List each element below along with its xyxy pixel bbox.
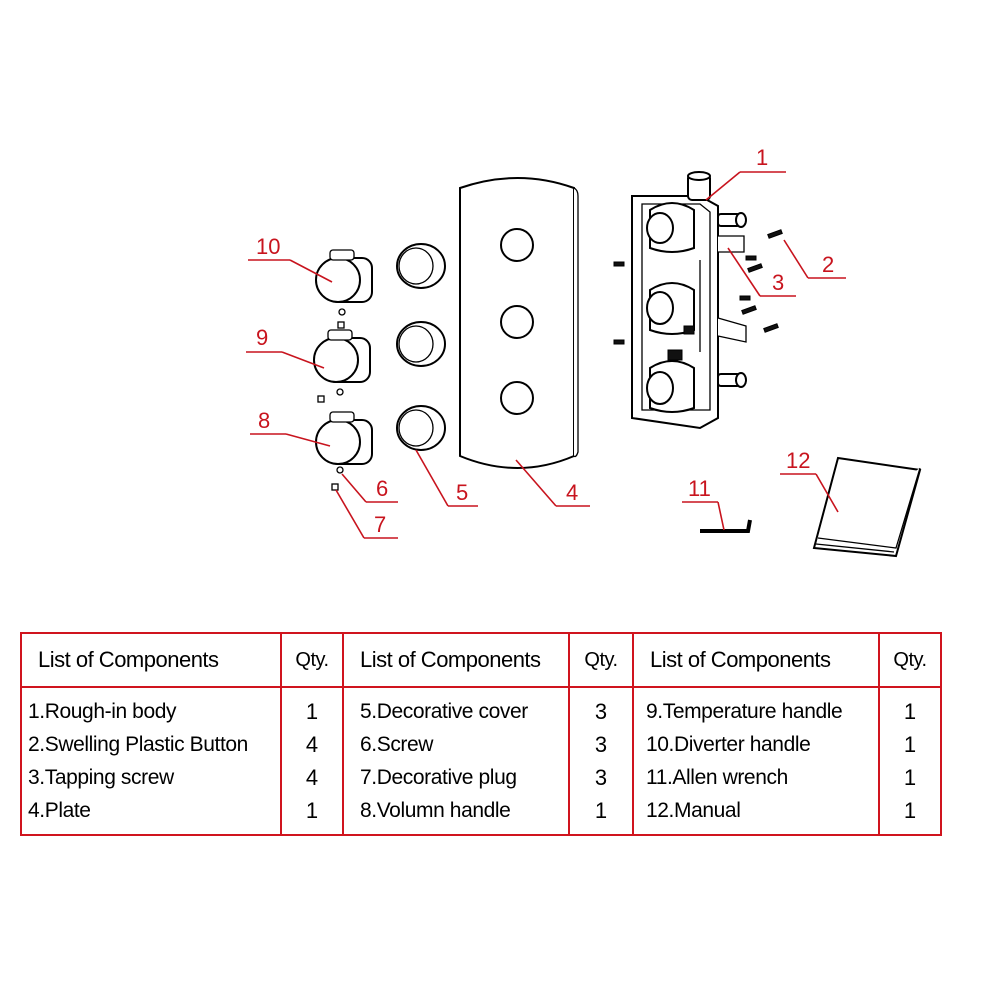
component-qty: 3 (594, 765, 608, 790)
callout-12: 12 (780, 448, 839, 513)
component-name: 2.Swelling Plastic Button (28, 733, 248, 756)
callouts: 1 2 3 4 5 6 7 (246, 145, 846, 539)
header-list-of-components: List of Components (20, 632, 282, 688)
component-name: 6.Screw (360, 733, 434, 756)
rough-in-body (631, 171, 747, 430)
temperature-handle (313, 329, 371, 383)
cartridge-top (646, 202, 695, 253)
component-name: 11.Allen wrench (646, 766, 788, 789)
svg-text:7: 7 (374, 512, 386, 537)
header-list-of-components: List of Components (632, 632, 880, 688)
component-name: 12.Manual (646, 799, 741, 822)
header-qty: Qty. (568, 632, 634, 688)
callout-4: 4 (515, 459, 590, 507)
svg-text:11: 11 (688, 476, 711, 501)
svg-text:9: 9 (256, 325, 268, 350)
tapping-screws (613, 255, 757, 345)
table-body-row: 1.Rough-in body 2.Swelling Plastic Butto… (20, 686, 942, 836)
decorative-plugs (317, 321, 345, 491)
component-qty: 1 (903, 798, 917, 823)
cartridge-bottom (646, 360, 695, 413)
component-name: 7.Decorative plug (360, 766, 517, 789)
svg-text:4: 4 (566, 480, 578, 505)
plastic-buttons (741, 229, 783, 333)
svg-text:5: 5 (456, 480, 468, 505)
manual (812, 456, 922, 558)
component-name: 4.Plate (28, 799, 91, 822)
callout-5: 5 (415, 449, 478, 507)
allen-wrench (700, 519, 752, 533)
decorative-cover-top (396, 243, 446, 289)
component-qty-group-3: 1 1 1 1 (878, 686, 942, 836)
callout-2: 2 (783, 239, 846, 279)
component-qty-group-2: 3 3 3 1 (568, 686, 634, 836)
svg-text:8: 8 (258, 408, 270, 433)
component-qty-group-1: 1 4 4 1 (280, 686, 344, 836)
component-qty: 1 (305, 798, 319, 823)
volumn-handle (315, 411, 373, 465)
component-names-group-3: 9.Temperature handle 10.Diverter handle … (632, 686, 880, 836)
component-qty: 1 (903, 765, 917, 790)
svg-text:10: 10 (256, 234, 280, 259)
component-qty: 1 (594, 798, 608, 823)
small-screws (336, 308, 346, 474)
exploded-parts-diagram: 1 2 3 4 5 6 7 (246, 145, 922, 558)
component-name: 8.Volumn handle (360, 799, 511, 822)
decorative-covers (396, 243, 446, 451)
component-name: 3.Tapping screw (28, 766, 174, 789)
decorative-cover-bottom (396, 405, 446, 451)
callout-1: 1 (705, 145, 786, 201)
component-qty: 1 (903, 732, 917, 757)
component-name: 9.Temperature handle (646, 700, 843, 723)
handles (313, 249, 373, 465)
component-names-group-1: 1.Rough-in body 2.Swelling Plastic Butto… (20, 686, 282, 836)
header-list-of-components: List of Components (342, 632, 570, 688)
callout-8: 8 (250, 408, 331, 447)
svg-text:2: 2 (822, 252, 834, 277)
callout-11: 11 (682, 476, 725, 531)
decorative-cover-middle (396, 321, 446, 367)
components-table: List of Components Qty. List of Componen… (20, 632, 942, 836)
table-header-row: List of Components Qty. List of Componen… (20, 632, 942, 688)
svg-text:12: 12 (786, 448, 810, 473)
svg-text:3: 3 (772, 270, 784, 295)
callout-7: 7 (335, 489, 398, 539)
component-qty: 4 (305, 765, 319, 790)
diverter-handle (315, 249, 373, 303)
svg-text:1: 1 (756, 145, 768, 170)
component-name: 10.Diverter handle (646, 733, 811, 756)
component-qty: 4 (305, 732, 319, 757)
component-qty: 3 (594, 732, 608, 757)
component-qty: 3 (594, 699, 608, 724)
component-names-group-2: 5.Decorative cover 6.Screw 7.Decorative … (342, 686, 570, 836)
callout-3: 3 (727, 247, 796, 297)
plate (459, 177, 579, 469)
svg-text:6: 6 (376, 476, 388, 501)
component-name: 1.Rough-in body (28, 700, 177, 723)
component-name: 5.Decorative cover (360, 700, 528, 723)
component-qty: 1 (903, 699, 917, 724)
callout-9: 9 (246, 325, 325, 369)
component-qty: 1 (305, 699, 319, 724)
header-qty: Qty. (878, 632, 942, 688)
callout-6: 6 (341, 473, 398, 503)
callout-10: 10 (248, 234, 333, 283)
header-qty: Qty. (280, 632, 344, 688)
